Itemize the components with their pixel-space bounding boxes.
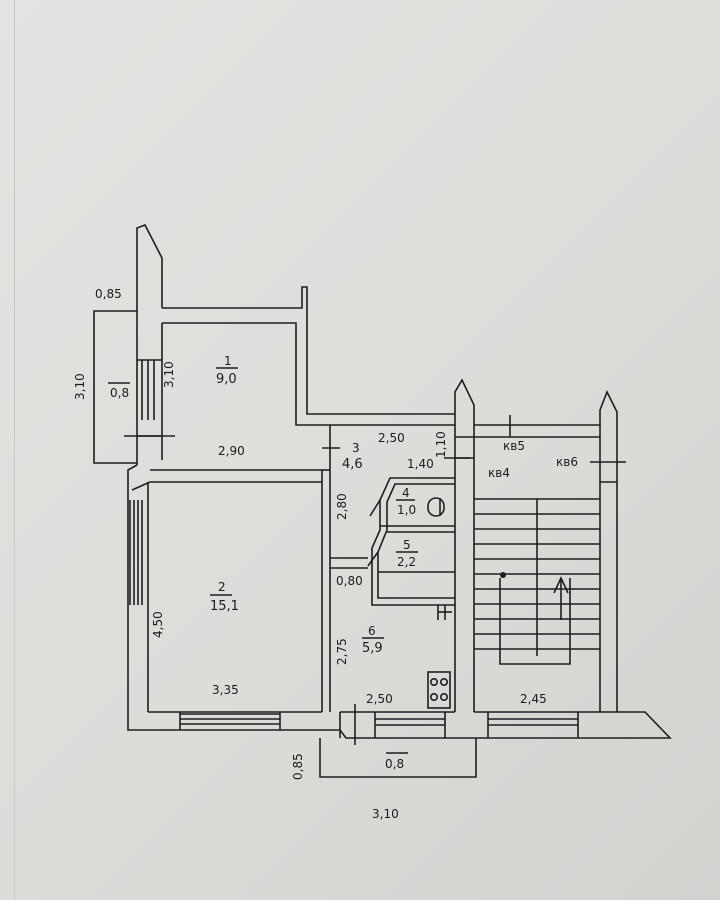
left-exterior-wall (124, 224, 175, 465)
room-6-number: 6 (368, 624, 376, 638)
dim-corridor-width: 2,50 (378, 431, 405, 445)
room-4-number: 4 (402, 486, 410, 500)
wc-bath-walls (367, 477, 455, 606)
room-1-area: 9,0 (216, 372, 237, 387)
balcony-top (93, 310, 137, 464)
dim-balcony-top-depth: 0,85 (95, 287, 122, 301)
dim-balcony-top-length: 3,10 (73, 373, 87, 400)
room-1-number: 1 (224, 354, 232, 368)
stair-marker (500, 572, 506, 578)
balcony-top-area: 0,8 (110, 386, 129, 400)
stove (427, 671, 451, 709)
dim-corridor-side: 1,10 (434, 431, 448, 458)
toilet (427, 497, 445, 517)
room-4-area: 1,0 (397, 503, 416, 517)
room-3-area: 4,6 (342, 457, 363, 472)
apartment-kv4: кв4 (488, 466, 510, 480)
dim-room1-height: 3,10 (162, 361, 176, 388)
room-3-number: 3 (352, 441, 360, 455)
staircase (474, 390, 626, 712)
apartment-kv5: кв5 (503, 439, 525, 453)
dim-kitchen-width: 2,50 (366, 692, 393, 706)
bottom-exterior-wall (179, 704, 672, 745)
balcony-bottom-area: 0,8 (385, 757, 404, 771)
dim-corridor-short: 1,40 (407, 457, 434, 471)
sink (437, 605, 452, 620)
room-5-number: 5 (403, 538, 411, 552)
partition-wall (444, 378, 475, 712)
paper-edge (14, 0, 15, 900)
dim-room2-height: 4,50 (151, 611, 165, 638)
dim-balcony-bottom-length: 3,10 (372, 807, 399, 821)
room-6-area: 5,9 (362, 641, 383, 656)
dim-corridor-height: 2,80 (335, 493, 349, 520)
room-2-area: 15,1 (210, 599, 239, 614)
dim-wc-width: 0,80 (336, 574, 363, 588)
corridor-walls (322, 425, 368, 712)
dim-room2-width: 3,35 (212, 683, 239, 697)
room-5-area: 2,2 (397, 555, 416, 569)
dim-balcony-bottom-depth: 0,85 (291, 753, 305, 780)
apartment-kv6: кв6 (556, 455, 578, 469)
dim-stair-width: 2,45 (520, 692, 547, 706)
balcony-bottom (319, 738, 477, 778)
room-2-number: 2 (218, 580, 226, 594)
room-2-walls (127, 464, 340, 731)
dim-kitchen-height: 2,75 (335, 638, 349, 665)
dim-room1-width: 2,90 (218, 444, 245, 458)
room-1-walls (150, 286, 455, 483)
